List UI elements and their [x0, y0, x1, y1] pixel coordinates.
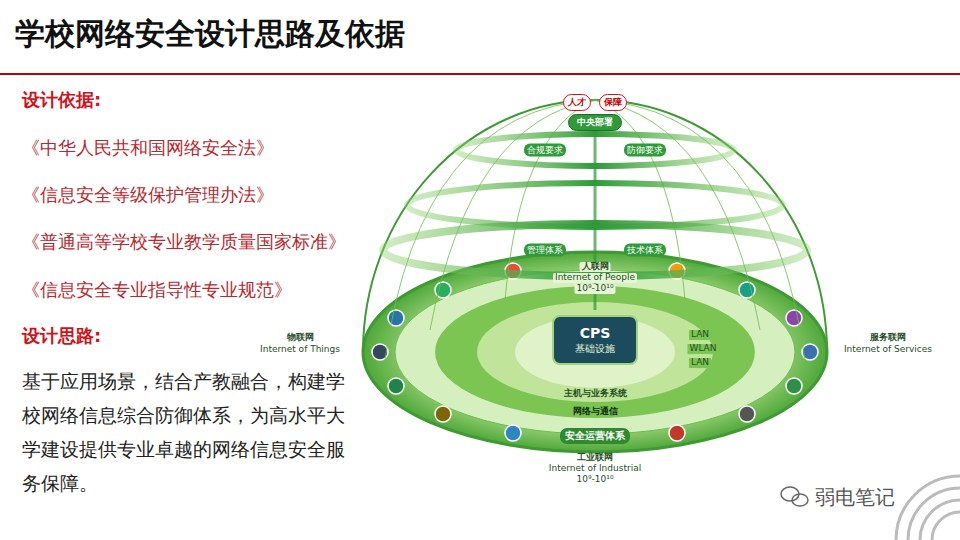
ring-label: 主机与业务系统: [562, 389, 629, 399]
node-title: 中央部署: [577, 116, 613, 129]
talent-oval: 人才: [563, 94, 591, 111]
network-type-label: 10⁹-10¹⁰: [577, 475, 614, 485]
ring-label: 安全运营体系: [560, 428, 630, 444]
title-rule: [0, 73, 960, 75]
section-heading: 设计依据:: [22, 88, 101, 112]
network-type-label: Internet of Things: [260, 345, 340, 355]
host-ring: [477, 302, 713, 402]
network-type-label: Internet of Industrial: [549, 464, 641, 474]
cps-core: CPS基础设施: [552, 315, 638, 365]
approach-paragraph: 基于应用场景，结合产教融合，构建学校网络信息综合防御体系，为高水平大学建设提供专…: [22, 364, 357, 500]
standard-item: 《中华人民共和国网络安全法》: [22, 136, 274, 160]
watermark: 弱电笔记: [815, 484, 895, 511]
standard-item: 《信息安全等级保护管理办法》: [22, 183, 274, 207]
corner-arcs: [896, 476, 960, 540]
node-title: 人才: [568, 96, 586, 109]
node-title: 保障: [604, 96, 622, 109]
infra-ring: [515, 316, 675, 388]
central-deploy-pill: 中央部署: [568, 114, 622, 131]
network-tag: WLAN: [687, 344, 718, 354]
guarantee-oval: 保障: [599, 94, 627, 111]
network-type-label: 物联网: [287, 333, 314, 343]
network-type-label: Internet of Services: [844, 345, 932, 355]
network-type-label: 工业联网: [577, 453, 613, 463]
wechat-icon: [781, 487, 808, 506]
node-text: 基础设施: [575, 342, 615, 355]
network-type-label: 人联网: [580, 262, 611, 272]
base-disk: [363, 252, 827, 452]
network-tag: LAN: [689, 330, 711, 340]
network-type-label: 服务联网: [870, 333, 906, 343]
standard-item: 《信息安全专业指导性专业规范》: [22, 278, 292, 302]
node-title: CPS: [580, 325, 611, 342]
network-tag: LAN: [689, 358, 711, 368]
ring-label: 防御要求: [624, 144, 666, 157]
network-type-label: 10⁹-10¹⁰: [575, 284, 616, 294]
ring-label: 管理体系: [524, 244, 566, 257]
standard-item: 《普通高等学校专业教学质量国家标准》: [22, 230, 346, 254]
ring-label: 技术体系: [624, 244, 666, 257]
slide-title: 学校网络安全设计思路及依据: [15, 14, 405, 55]
ring-label: 合规要求: [524, 144, 566, 157]
section-heading: 设计思路:: [22, 324, 101, 348]
network-type-label: Internet of People: [553, 273, 637, 283]
ring-label: 网络与通信: [571, 407, 620, 417]
